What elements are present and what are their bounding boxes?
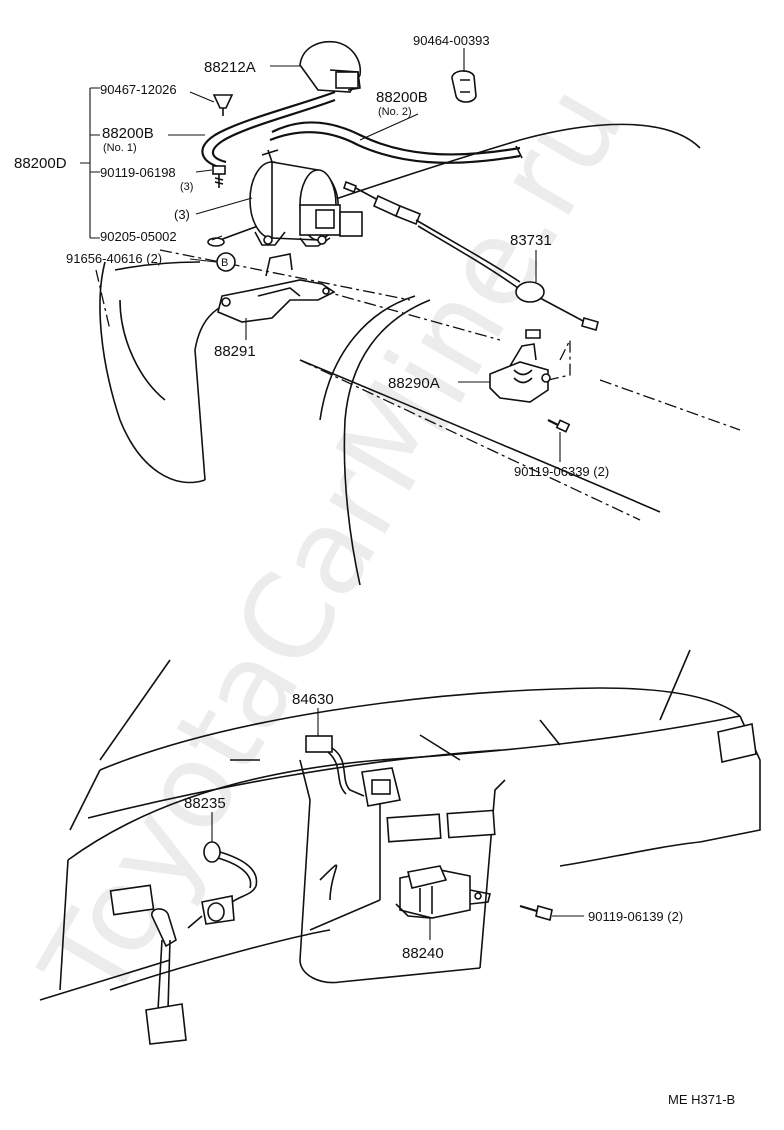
bracket-88291 (217, 253, 336, 323)
cruise-actuator (249, 149, 363, 247)
label-83731: 83731 (510, 232, 552, 249)
label-90205-05002: 90205-05002 (100, 229, 177, 244)
label-90119-06139: 90119-06139 (2) (588, 909, 683, 924)
label-88200B-no1: 88200B (102, 125, 154, 142)
label-88235: 88235 (184, 795, 226, 812)
clip-90467 (212, 94, 234, 116)
label-88290A: 88290A (388, 375, 440, 392)
bolt-90119-06139 (519, 904, 553, 922)
leader-lines-top (80, 48, 561, 462)
dashboard-outline (39, 649, 761, 1001)
vacuum-hose-no1 (201, 90, 336, 170)
footer-code: ME H371-B (668, 1092, 735, 1107)
label-88212A: 88212A (204, 59, 256, 76)
label-90467-12026: 90467-12026 (100, 82, 177, 97)
label-90464-00393: 90464-00393 (413, 33, 490, 48)
clamp-90464 (451, 70, 477, 103)
cruise-computer-88240 (395, 865, 491, 919)
label-88291: 88291 (214, 343, 256, 360)
bolt-90119-06198 (212, 165, 226, 188)
label-90119-06339: 90119-06339 (2) (514, 464, 609, 479)
control-cable-83731 (343, 180, 599, 331)
washer-90205 (207, 237, 225, 247)
label-88240: 88240 (402, 945, 444, 962)
body-outline-top (95, 123, 741, 586)
label-90119-06198-qty: (3) (180, 181, 193, 193)
label-qty-3: (3) (174, 207, 190, 222)
label-91656-40616: 91656-40616 (2) (66, 251, 162, 266)
svg-text:B: B (221, 257, 228, 269)
label-88200B-no1-note: (No. 1) (103, 142, 137, 154)
label-90119-06198: 90119-06198 (100, 165, 176, 180)
label-88200B-no2-note: (No. 2) (378, 106, 412, 118)
bracket-88290A (489, 329, 551, 403)
marker-b: B (216, 252, 236, 272)
brake-pedal (145, 908, 187, 1045)
leader-lines-bottom (211, 708, 584, 940)
vacuum-hose-no2 (269, 121, 523, 164)
bolt-90119-06339 (547, 419, 571, 433)
main-switch-84630 (305, 735, 401, 807)
label-88200D: 88200D (14, 155, 67, 172)
label-84630: 84630 (292, 691, 334, 708)
label-88200B-no2: 88200B (376, 89, 428, 106)
stop-lamp-switch-88235 (187, 841, 258, 929)
actuator-cover (299, 40, 361, 93)
